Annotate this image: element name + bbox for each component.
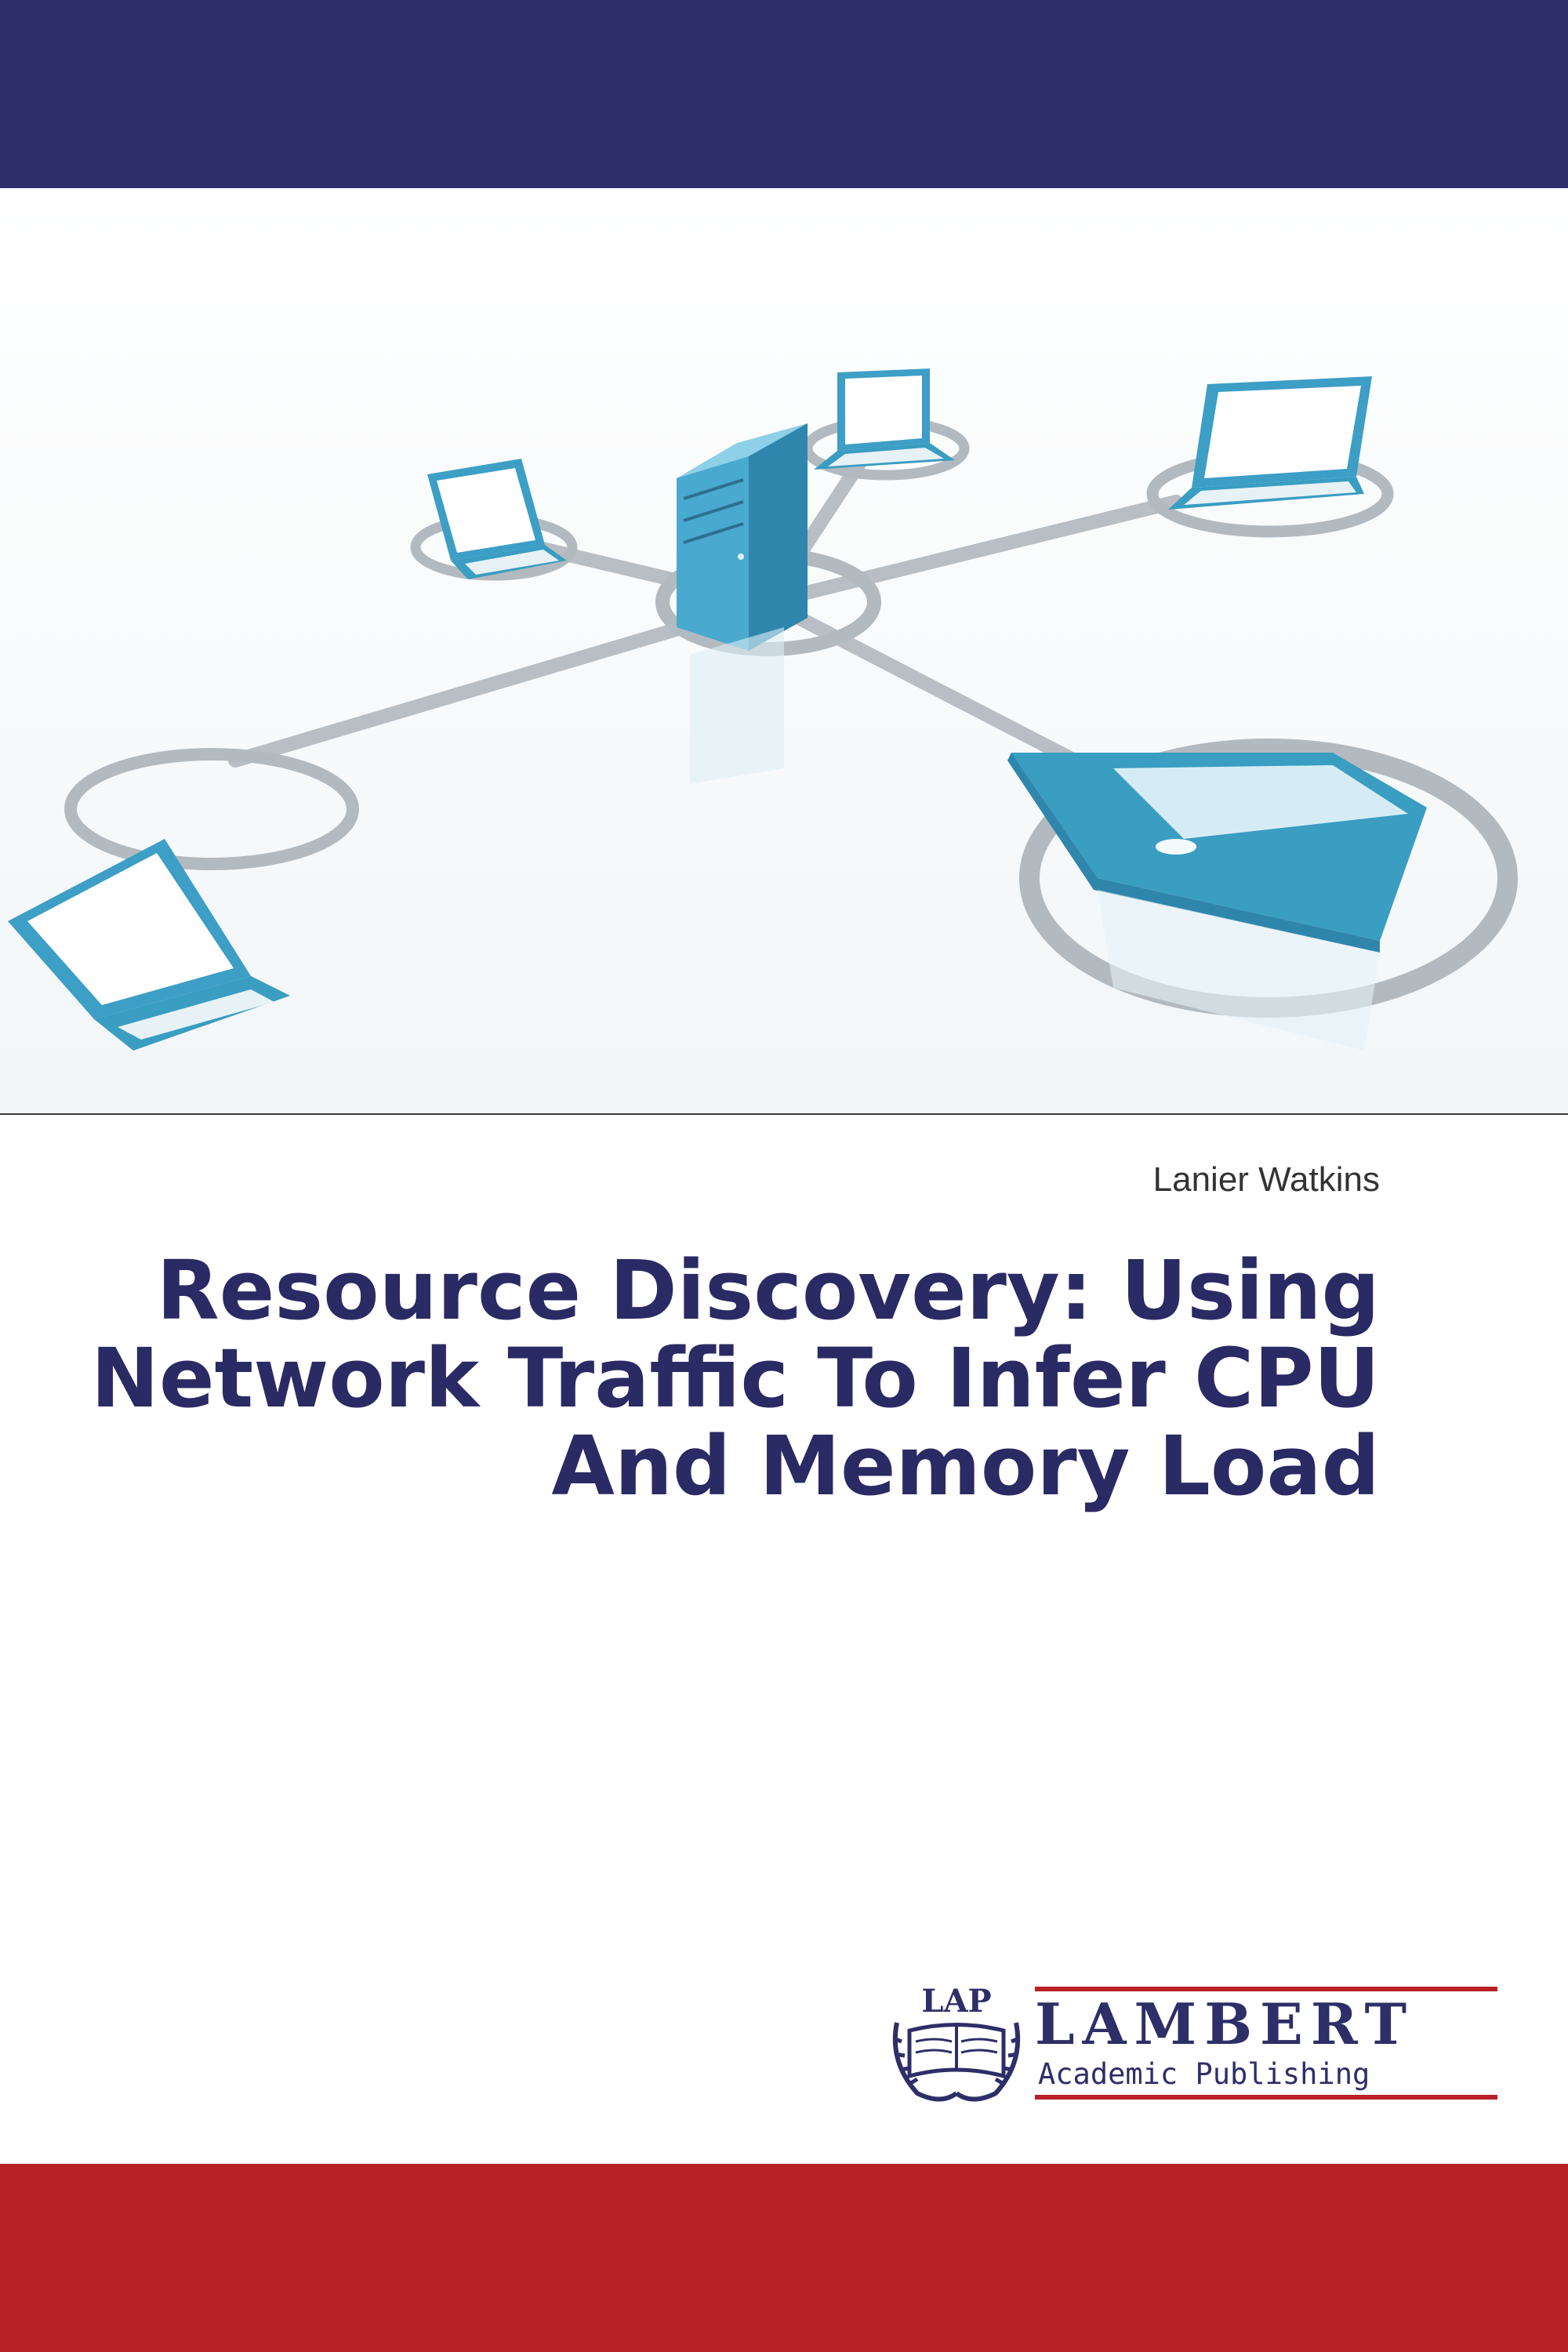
laptop-icon [1168, 376, 1372, 510]
laptop-icon [427, 459, 567, 579]
laptop-icon [814, 368, 955, 470]
top-navy-band [0, 0, 1568, 188]
book-title: Resource Discovery: Using Network Traffi… [47, 1247, 1380, 1510]
title-line: Resource Discovery: Using [156, 1243, 1380, 1338]
author-name: Lanier Watkins [1152, 1160, 1380, 1199]
server-tower-icon [677, 423, 808, 784]
publisher-subtitle: Academic Publishing [1038, 2057, 1370, 2091]
logo-rule-bottom [1035, 2095, 1497, 2100]
title-line: Network Traffic To Infer CPU [90, 1330, 1380, 1426]
publisher-logo: LAP LAMBERT Academic Publishing [886, 1976, 1497, 2109]
network-illustration [0, 188, 1568, 1113]
laptop-icon [8, 839, 290, 1051]
publisher-name: LAMBERT [1035, 1991, 1415, 2057]
bottom-red-band [0, 2164, 1568, 2352]
laptop-icon [1007, 753, 1427, 1051]
logo-rule-top [1035, 1987, 1497, 1991]
open-book-laurel-icon: LAP [892, 1983, 1021, 2102]
emblem-text: LAP [921, 1983, 991, 2020]
title-line: And Memory Load [551, 1418, 1380, 1514]
cover-divider [0, 1113, 1568, 1115]
